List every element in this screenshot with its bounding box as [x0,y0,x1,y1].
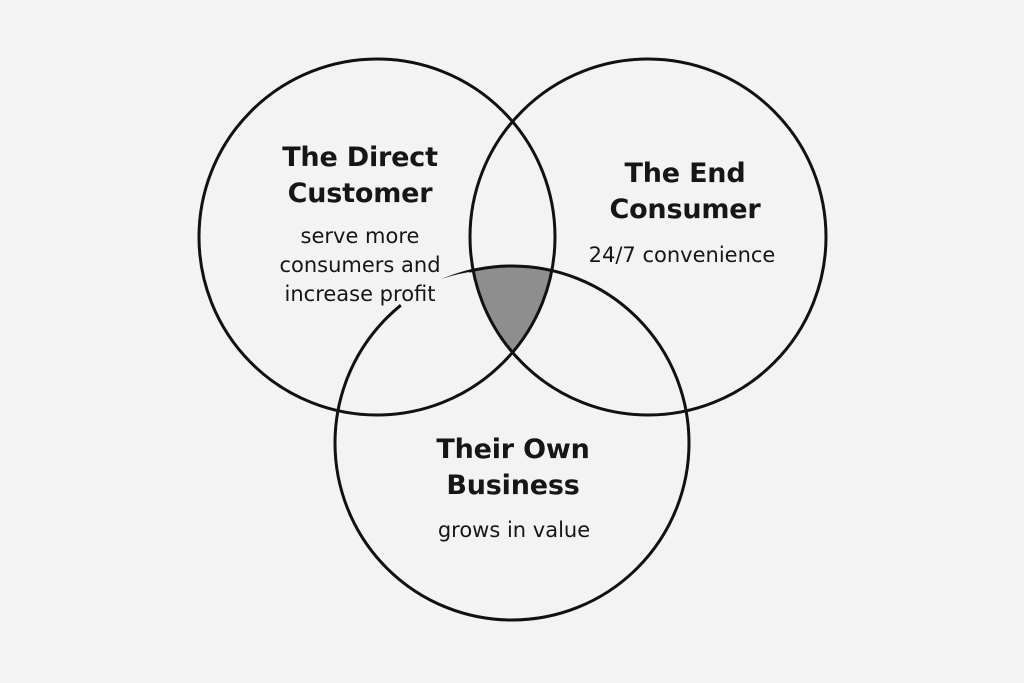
own-business-title: Their Own Business [436,434,590,501]
circle-direct-customer [197,57,557,417]
direct-customer-title: The Direct Customer [282,142,438,209]
end-consumer-description: 24/7 convenience [588,243,776,267]
label-gap-mask [397,272,471,308]
circle-end-consumer [468,57,828,417]
circle-own-business [333,264,691,622]
direct-customer-description: serve more consumers and increase profit [279,224,441,306]
own-business-description: grows in value [437,518,591,542]
end-consumer-title: The End Consumer [609,158,761,225]
